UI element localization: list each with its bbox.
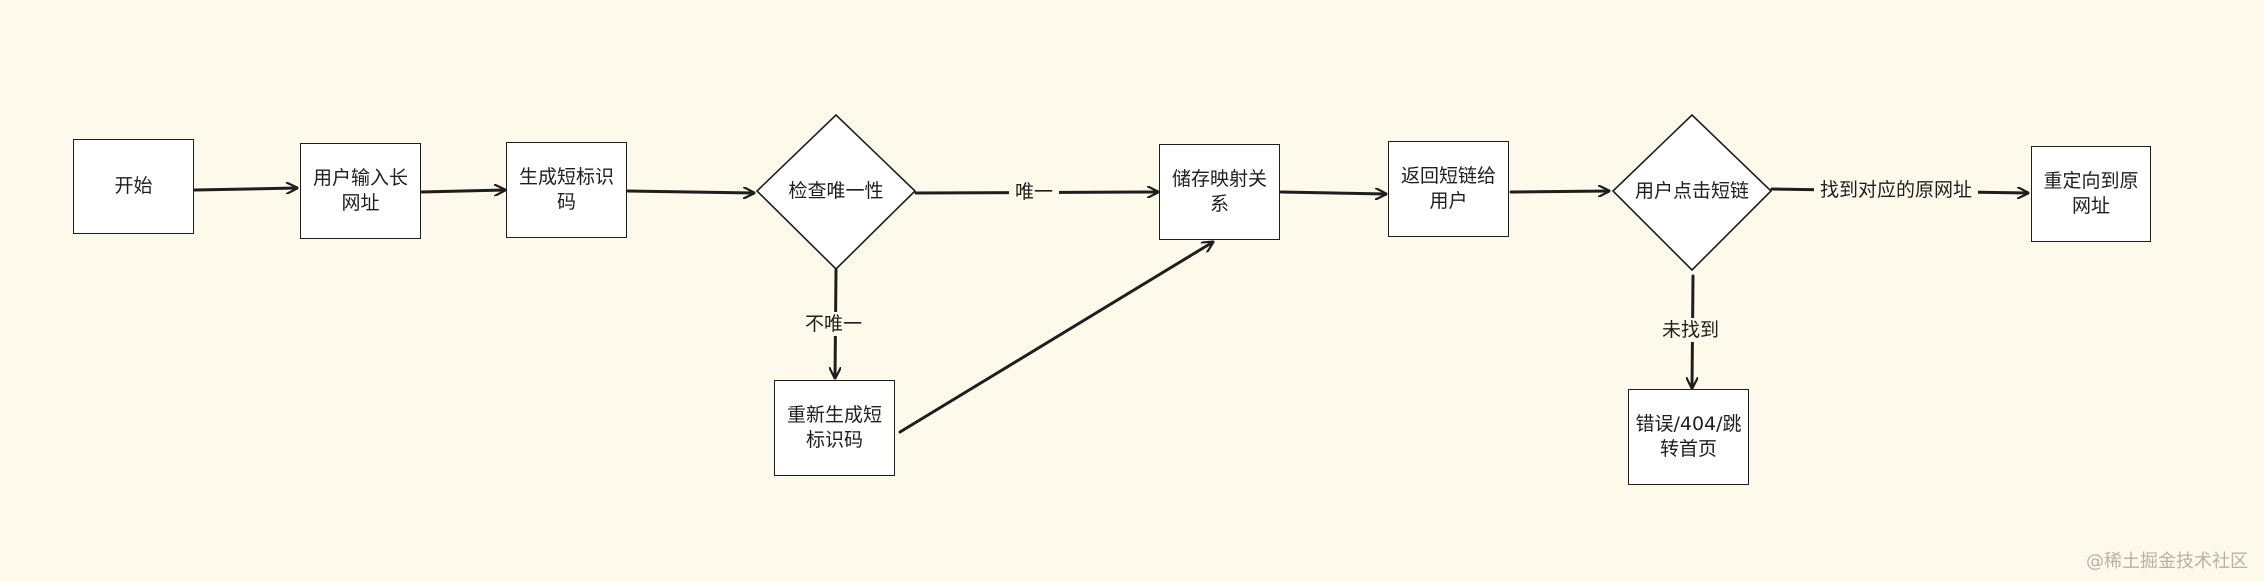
check-unique-label: 检查唯一性 (788, 180, 884, 202)
return-link-label: 返回短链给用户 (1400, 165, 1496, 212)
edge-label-not-found: 未找到 (1656, 318, 1726, 342)
watermark: @稀土掘金技术社区 (2086, 551, 2248, 572)
generate-code-node: 生成短标识码 (506, 142, 627, 238)
redirect-node: 重定向到原网址 (2031, 146, 2151, 242)
edge-label-not-unique: 不唯一 (799, 312, 869, 336)
regenerate-code-node: 重新生成短标识码 (774, 380, 895, 476)
return-link-node: 返回短链给用户 (1388, 141, 1509, 237)
arrow-store-to-return (1279, 192, 1388, 194)
arrow-start-to-input (193, 188, 299, 190)
arrow-regenerate-to-store (898, 242, 1213, 434)
store-mapping-label: 储存映射关系 (1171, 168, 1267, 215)
arrow-return-to-clicks (1509, 191, 1611, 192)
regenerate-code-label: 重新生成短标识码 (786, 404, 882, 451)
edge-label-found-original: 找到对应的原网址 (1814, 178, 1979, 202)
start-node: 开始 (73, 139, 194, 234)
redirect-label: 重定向到原网址 (2043, 170, 2139, 217)
error-page-node: 错误/404/跳转首页 (1628, 389, 1749, 485)
edge-label-unique: 唯一 (1009, 180, 1060, 204)
input-long-url-label: 用户输入长网址 (312, 167, 408, 214)
user-clicks-diamond (1611, 113, 1773, 272)
store-mapping-node: 储存映射关系 (1159, 144, 1280, 240)
arrow-generate-to-check (626, 191, 756, 193)
error-page-label: 错误/404/跳转首页 (1635, 413, 1742, 460)
user-clicks-label: 用户点击短链 (1634, 180, 1749, 202)
generate-code-label: 生成短标识码 (518, 166, 614, 213)
input-long-url-node: 用户输入长网址 (300, 143, 421, 239)
start-node-label: 开始 (114, 175, 153, 197)
arrow-input-to-generate (419, 190, 507, 192)
